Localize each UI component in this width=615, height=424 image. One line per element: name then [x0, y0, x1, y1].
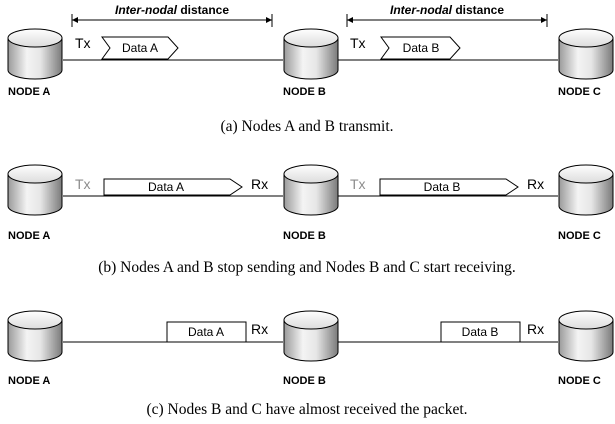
node-a-cylinder: [7, 164, 63, 216]
node-b-cylinder: [283, 310, 339, 362]
node-c-cylinder: [558, 164, 614, 216]
node-b-label: NODE B: [283, 230, 326, 242]
distance-marker-ab: Inter-nodal distance: [71, 3, 273, 27]
caption-a: (a) Nodes A and B transmit.: [220, 118, 393, 135]
packet-b-label: Data B: [424, 180, 461, 194]
panel-b: NODE A NODE B NODE C Tx Rx Tx Rx Data A …: [7, 164, 614, 276]
distance-marker-bc: Inter-nodal distance: [346, 3, 548, 27]
distance-label-bc: Inter-nodal distance: [390, 3, 504, 17]
packet-b: [379, 178, 519, 196]
rx-label-b: Rx: [251, 321, 268, 337]
packet-a: [101, 36, 179, 60]
packet-b: [380, 36, 461, 60]
node-b-cylinder: [283, 164, 339, 216]
node-b-label: NODE B: [283, 375, 326, 387]
tx-label-a: Tx: [75, 35, 91, 51]
node-c-cylinder: [558, 310, 614, 362]
rx-label-c: Rx: [527, 176, 544, 192]
node-b-cylinder: [283, 28, 339, 80]
tx-label-b: Tx: [350, 176, 366, 192]
node-a-label: NODE A: [8, 86, 50, 98]
packet-b-label: Data B: [462, 325, 499, 339]
node-c-label: NODE C: [558, 230, 601, 242]
packet-a: [103, 178, 243, 196]
node-c-cylinder: [558, 28, 614, 80]
node-a-label: NODE A: [8, 375, 50, 387]
node-c-label: NODE C: [558, 375, 601, 387]
panel-c: NODE A NODE B NODE C Rx Rx Data A Data B…: [7, 310, 614, 418]
packet-b-label: Data B: [403, 41, 440, 55]
packet-b: [440, 321, 521, 343]
node-a-cylinder: [7, 28, 63, 80]
tx-label-b: Tx: [350, 35, 366, 51]
caption-c: (c) Nodes B and C have almost received t…: [146, 401, 467, 418]
node-a-cylinder: [7, 310, 63, 362]
caption-b: (b) Nodes A and B stop sending and Nodes…: [98, 259, 516, 276]
rx-label-b: Rx: [251, 176, 268, 192]
packet-a-label: Data A: [188, 325, 224, 339]
node-a-label: NODE A: [8, 230, 50, 242]
packet-a-label: Data A: [122, 41, 158, 55]
rx-label-c: Rx: [527, 321, 544, 337]
node-c-label: NODE C: [558, 86, 601, 98]
packet-a: [166, 321, 247, 343]
panel-a: Inter-nodal distance Inter-nodal distanc…: [7, 3, 614, 135]
tx-label-a: Tx: [75, 176, 91, 192]
distance-label-ab: Inter-nodal distance: [115, 3, 229, 17]
node-b-label: NODE B: [283, 86, 326, 98]
packet-a-label: Data A: [148, 180, 184, 194]
